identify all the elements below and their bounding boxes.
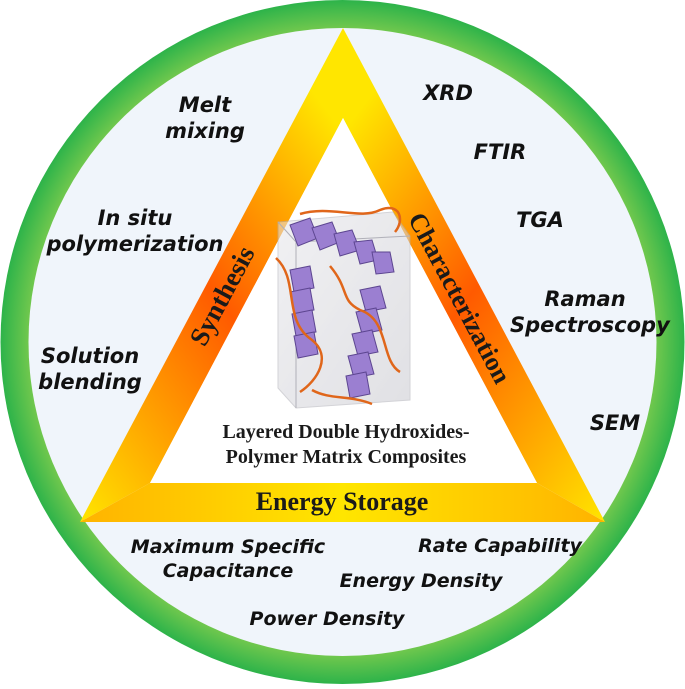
energy-item-max-specific-capacitance: Maximum Specific Capacitance [130, 536, 326, 582]
characterization-item-sem: SEM [589, 411, 641, 435]
center-title-line-1: Layered Double Hydroxides- [222, 421, 470, 443]
triangle-bottom-side [80, 483, 605, 522]
triangle-left-side [80, 28, 343, 522]
energy-item-energy-density: Energy Density [339, 570, 503, 592]
energy-item-rate-capability: Rate Capability [418, 535, 582, 557]
synthesis-item-melt-mixing: Melt mixing [165, 93, 245, 144]
energy-item-power-density: Power Density [249, 608, 405, 630]
characterization-item-raman-spectroscopy: Raman Spectroscopy [510, 287, 670, 338]
energy-storage-label: Energy Storage [256, 487, 429, 516]
characterization-item-tga: TGA [516, 208, 564, 232]
synthesis-item-in-situ-polymerization: In situ polymerization [46, 206, 224, 257]
center-title-line-2: Polymer Matrix Composites [225, 446, 467, 468]
triangle-right-side [343, 28, 605, 522]
synthesis-item-solution-blending: Solution blending [38, 344, 142, 395]
characterization-item-xrd: XRD [423, 81, 473, 105]
ldh-polymer-structure-icon [275, 206, 411, 409]
characterization-item-ftir: FTIR [473, 140, 527, 164]
